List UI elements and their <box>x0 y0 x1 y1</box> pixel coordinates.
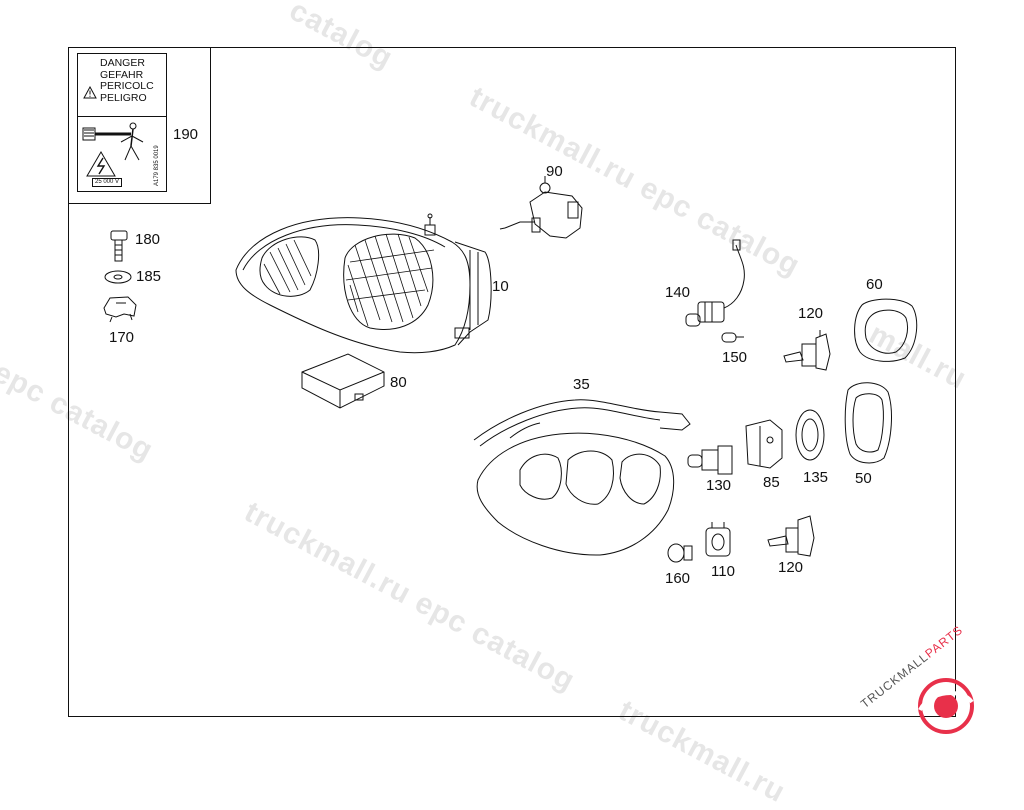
socket-110 <box>705 522 731 557</box>
headlamp-housing <box>476 432 675 556</box>
control-module-80 <box>301 353 385 409</box>
callout-120: 120 <box>778 559 804 576</box>
warning-line: DANGER <box>100 57 145 69</box>
bolt-180 <box>110 230 128 262</box>
parts-diagram: catalog truckmall.ru epc catalog epc cat… <box>0 0 974 809</box>
callout-170: 170 <box>109 329 135 346</box>
callout-150: 150 <box>722 349 748 366</box>
callout-120: 120 <box>798 305 824 322</box>
gasket-35 <box>473 399 691 447</box>
callout-35: 35 <box>573 376 590 393</box>
warning-line: PERICOLC <box>100 80 154 92</box>
callout-110: 110 <box>711 563 735 580</box>
bulb-socket-140 <box>685 239 745 327</box>
callout-185: 185 <box>136 268 162 285</box>
diagram-frame <box>68 47 956 717</box>
clip-170 <box>103 296 137 323</box>
label-box <box>68 47 211 204</box>
socket-85 <box>745 419 783 469</box>
callout-10: 10 <box>492 278 509 295</box>
callout-140: 140 <box>665 284 691 301</box>
warning-line: GEFAHR <box>100 68 144 81</box>
warning-label: DANGER GEFAHR PERICOLC PELIGRO 25 000 V … <box>77 53 167 192</box>
warning-text: DANGER GEFAHR PERICOLC PELIGRO <box>100 57 154 104</box>
bulb-160 <box>667 543 693 563</box>
callout-135: 135 <box>803 469 829 486</box>
washer-185 <box>104 270 132 284</box>
voltage-label: 25 000 V <box>92 178 123 187</box>
bulb-120-lower <box>767 515 815 557</box>
bulb-120-upper <box>783 330 831 371</box>
callout-50: 50 <box>855 470 872 487</box>
headlamp-10 <box>235 213 492 354</box>
bulb-150 <box>721 332 744 343</box>
warning-triangle-icon <box>83 86 97 99</box>
divider <box>78 116 166 117</box>
retaining-ring-135 <box>795 409 825 461</box>
leveling-actuator-90 <box>499 176 583 239</box>
cover-50 <box>844 382 892 464</box>
logo-mark <box>918 678 974 734</box>
cover-60 <box>854 298 918 362</box>
bulb-130 <box>687 445 733 475</box>
callout-130: 130 <box>706 477 732 494</box>
callout-90: 90 <box>546 163 563 180</box>
callout-160: 160 <box>665 570 691 587</box>
callout-60: 60 <box>866 276 883 293</box>
callout-80: 80 <box>390 374 407 391</box>
parts-drawing <box>103 176 974 734</box>
callout-180: 180 <box>135 231 161 248</box>
warning-line: PELIGRO <box>100 91 147 104</box>
high-voltage-icon <box>82 122 144 177</box>
callout-190: 190 <box>173 126 199 143</box>
callout-85: 85 <box>763 474 780 491</box>
